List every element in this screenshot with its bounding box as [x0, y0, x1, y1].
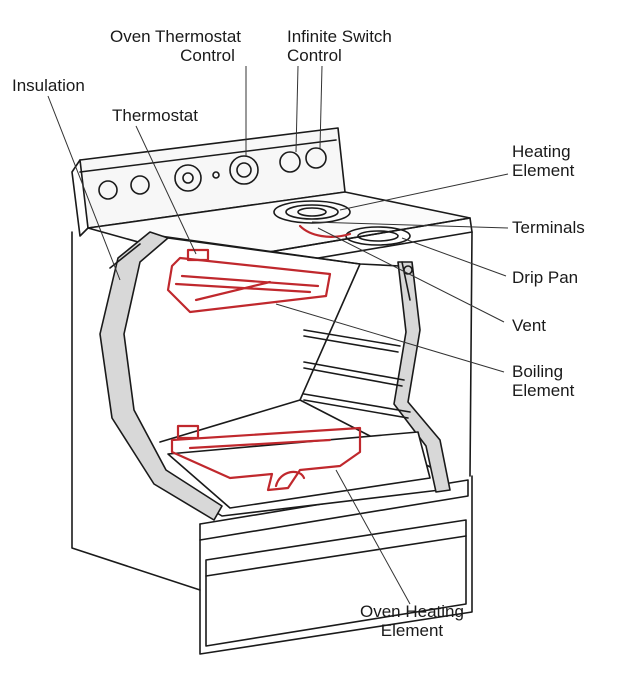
knob-center: [174, 164, 202, 192]
label-insulation: Insulation: [12, 76, 85, 95]
leader-thermostat: [135, 125, 197, 255]
leader-drip-pan: [401, 237, 507, 277]
label-boiling-element: Boiling Element: [512, 362, 575, 400]
right-insulation: [393, 261, 451, 493]
label-terminals: Terminals: [512, 218, 585, 237]
leader-infinite-switch-left: [295, 65, 299, 153]
leader-oven-heating-element: [335, 469, 411, 605]
label-infinite-switch-control: Infinite Switch Control: [287, 27, 392, 65]
oven-rack-2: [303, 361, 405, 381]
broil-element: [166, 256, 332, 314]
surface-heating-element: [273, 200, 351, 224]
label-oven-thermostat-control: Oven Thermostat Control: [110, 27, 242, 65]
infinite-switch-knob-1: [279, 151, 301, 173]
range-body: [71, 231, 201, 591]
label-thermostat: Thermostat: [112, 106, 198, 125]
leader-terminals: [311, 221, 509, 229]
infinite-switch-knob-2: [305, 147, 327, 169]
leader-vent: [317, 227, 505, 323]
oven-thermostat-knob: [229, 155, 259, 185]
bake-terminal-block: [176, 424, 200, 440]
label-oven-heating-element: Oven Heating Element: [360, 602, 464, 640]
bake-element: [170, 426, 362, 492]
oven-rack-3: [303, 393, 411, 413]
label-drip-pan: Drip Pan: [512, 268, 579, 287]
terminal-wires: [298, 224, 352, 238]
oven-rack-1: [303, 329, 401, 347]
thermostat-bulb: [186, 248, 210, 262]
leader-insulation: [47, 95, 121, 281]
label-vent: Vent: [512, 316, 547, 335]
knob-1: [98, 180, 118, 200]
knob-2: [130, 175, 150, 195]
leader-heating-element: [339, 173, 509, 211]
label-heating-element: Heating Element: [512, 142, 575, 180]
leader-boiling-element: [275, 303, 505, 373]
storage-drawer: [205, 519, 467, 647]
leader-infinite-switch-right: [319, 65, 323, 149]
